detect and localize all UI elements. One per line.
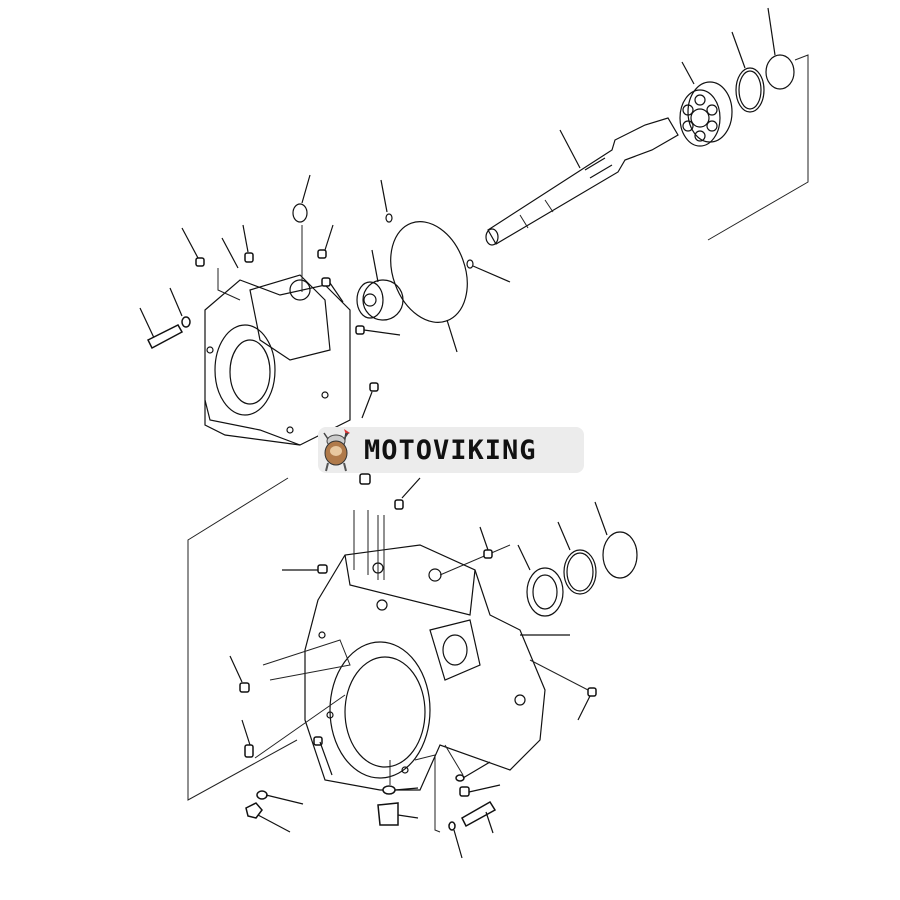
upper-hardware xyxy=(139,174,401,419)
bearing xyxy=(679,61,733,147)
watermark-text: MOTOVIKING xyxy=(364,434,537,466)
viking-mascot-icon xyxy=(318,427,362,473)
lower-hardware xyxy=(229,473,597,859)
oil-seal xyxy=(517,544,564,617)
drive-shaft xyxy=(485,117,679,246)
ring-lower xyxy=(557,521,597,595)
watermark-banner: MOTOVIKING xyxy=(318,427,584,473)
snap-ring-top xyxy=(765,7,795,90)
small-o-rings xyxy=(380,179,511,283)
shaft-group-bracket xyxy=(707,54,809,241)
upper-pump-case xyxy=(204,268,351,446)
o-ring-large xyxy=(390,221,468,353)
lower-group-bracket xyxy=(187,477,511,833)
snap-ring-lower xyxy=(594,501,638,579)
lower-pump-case xyxy=(262,510,546,791)
coupling xyxy=(356,249,404,321)
spacer-ring-top xyxy=(731,31,765,113)
